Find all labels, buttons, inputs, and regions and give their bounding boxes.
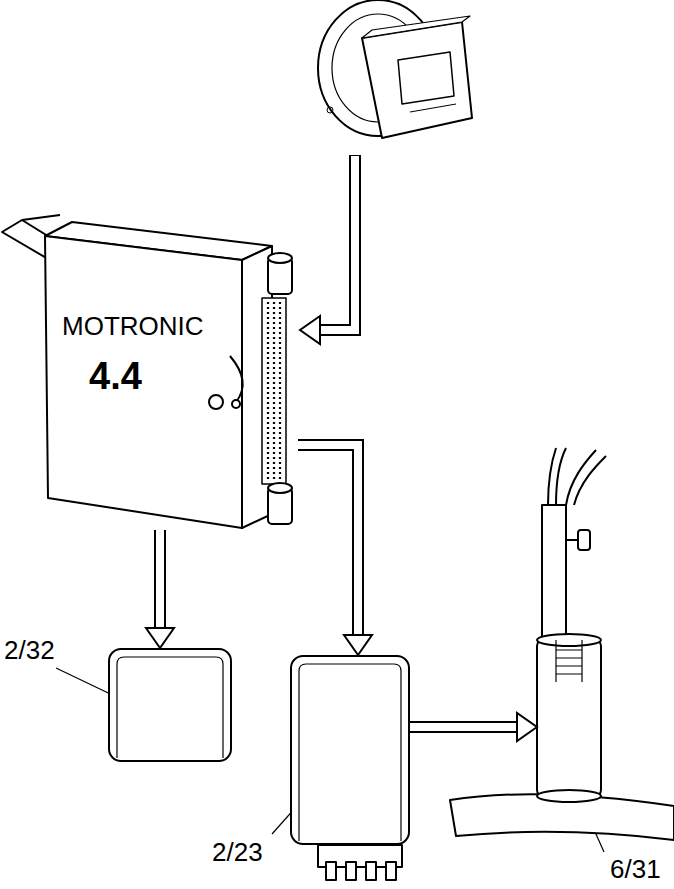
signal-arrow [410, 713, 537, 741]
unit-name: MOTRONIC [62, 312, 204, 341]
control-unit: MOTRONIC 4.4 [0, 200, 298, 530]
arrow-shaft-inner [156, 530, 164, 629]
control-unit-housing [2, 215, 292, 528]
signal-arrow [146, 530, 174, 648]
relay-housing [290, 655, 410, 845]
arrow-shaft-inner [298, 445, 358, 636]
relay: 2/32 [108, 648, 232, 762]
relay-housing [108, 648, 232, 762]
ignition-switch [318, 0, 472, 138]
fuel-pump-illustration [450, 448, 674, 840]
arrow-shaft [298, 445, 358, 636]
switch-arrow [300, 155, 355, 344]
relay: 2/23 [290, 655, 410, 845]
arrow-head [344, 635, 372, 655]
signal-arrow [298, 445, 372, 655]
callout-number: 6/31 [610, 855, 661, 884]
callout-number: 2/23 [212, 838, 263, 867]
arrow-head [517, 713, 537, 741]
callout-number: 2/32 [4, 636, 55, 665]
arrow-shaft [154, 530, 166, 629]
unit-version: 4.4 [89, 356, 142, 398]
arrow-head [146, 628, 174, 648]
arrow-shaft [410, 721, 518, 733]
arrow-shaft-inner [410, 723, 518, 731]
fuel-pump: 6/31 [537, 520, 601, 790]
relay-terminals [318, 845, 402, 880]
